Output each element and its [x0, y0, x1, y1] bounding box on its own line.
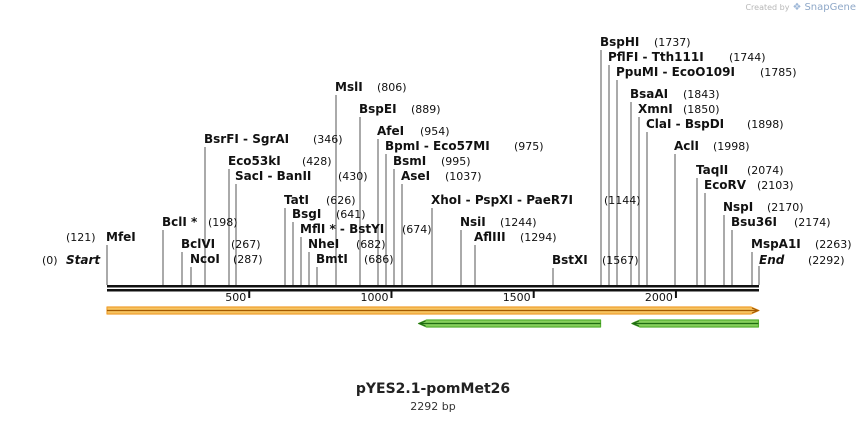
site-position-bsphi: (1737)	[654, 36, 691, 49]
site-label-bsaai: BsaAI	[630, 87, 668, 101]
site-label-xhoi-pspxi-paer7i: XhoI - PspXI - PaeR7I	[431, 193, 573, 207]
site-position-mfli-star-bstyi: (674)	[402, 223, 432, 236]
site-position-taqii: (2074)	[747, 164, 784, 177]
site-position-ppumi-ecoo109i: (1785)	[760, 66, 797, 79]
site-position-acli: (1998)	[713, 140, 750, 153]
site-labels-layer: MfeI (121) BclI * (198) BclVI (267) NcoI (287) B…	[42, 35, 852, 267]
site-position-afei: (954)	[420, 125, 450, 138]
created-by-text: Created by	[745, 3, 790, 12]
site-label-ncoi: NcoI	[190, 252, 220, 266]
site-label-eco53ki: Eco53kI	[228, 154, 281, 168]
site-label-bpmi-eco57mi: BpmI - Eco57MI	[385, 139, 490, 153]
site-label-bclvi: BclVI	[181, 237, 215, 251]
site-position-bsrfi-sgrai: (346)	[313, 133, 343, 146]
backbone-line-bottom	[107, 289, 759, 292]
ruler-label-1500: 1500	[503, 291, 531, 304]
snapgene-logo-text: SnapGene	[804, 2, 856, 13]
site-label-bmti: BmtI	[316, 252, 348, 266]
site-position-nhei: (682)	[356, 238, 386, 251]
feature-arrow-3	[631, 319, 760, 328]
site-label-bsgi: BsgI	[292, 207, 321, 221]
site-position-mfei: (121)	[66, 231, 96, 244]
site-label-ecorv: EcoRV	[704, 178, 747, 192]
site-position-nspi: (2170)	[767, 201, 804, 214]
site-label-mfei: MfeI	[106, 230, 136, 244]
snapgene-branding: Created by ❖ SnapGene	[745, 2, 856, 13]
site-position-start: (0)	[42, 254, 58, 267]
site-label-bsphi: BspHI	[600, 35, 639, 49]
site-position-bcli-star: (198)	[208, 216, 238, 229]
site-position-bmti: (686)	[364, 253, 394, 266]
site-lines-layer	[106, 50, 760, 285]
site-label-msli: MslI	[335, 80, 363, 94]
site-label-bstxi: BstXI	[552, 253, 588, 267]
site-label-saci-banii: SacI - BanII	[235, 169, 311, 183]
site-position-saci-banii: (430)	[338, 170, 368, 183]
site-position-xmni: (1850)	[683, 103, 720, 116]
site-label-bsu36i: Bsu36I	[731, 215, 777, 229]
site-position-bsu36i: (2174)	[794, 216, 831, 229]
site-label-taqii: TaqII	[696, 163, 728, 177]
site-label-afliii: AflIII	[474, 230, 506, 244]
site-label-start: Start	[66, 253, 101, 267]
site-position-bpmi-eco57mi: (975)	[514, 140, 544, 153]
site-label-nhei: NheI	[308, 237, 339, 251]
site-label-afei: AfeI	[377, 124, 404, 138]
ruler-label-1000: 1000	[360, 291, 388, 304]
site-position-eco53ki: (428)	[302, 155, 332, 168]
site-position-ncoi: (287)	[233, 253, 263, 266]
feature-arrow-2	[417, 319, 602, 328]
site-position-mspa1i: (2263)	[815, 238, 852, 251]
site-position-end: (2292)	[808, 254, 845, 267]
ruler-layer: 500 1000 1500 2000	[225, 291, 677, 304]
site-label-mfli-star-bstyi: MflI * - BstYI	[300, 222, 384, 236]
site-position-nsii: (1244)	[500, 216, 537, 229]
site-label-bcli-star: BclI *	[162, 215, 198, 229]
ruler-label-2000: 2000	[645, 291, 673, 304]
site-label-acli: AclI	[674, 139, 699, 153]
site-position-xhoi-pspxi-paer7i: (1144)	[604, 194, 641, 207]
site-position-bsgi: (641)	[336, 208, 366, 221]
site-label-asei: AseI	[401, 169, 430, 183]
site-position-bclvi: (267)	[231, 238, 261, 251]
site-position-afliii: (1294)	[520, 231, 557, 244]
site-position-asei: (1037)	[445, 170, 482, 183]
plasmid-length: 2292 bp	[410, 400, 456, 413]
site-label-bsrfi-sgrai: BsrFI - SgrAI	[204, 132, 289, 146]
site-position-bspei: (889)	[411, 103, 441, 116]
site-label-ppumi-ecoo109i: PpuMI - EcoO109I	[616, 65, 735, 79]
plasmid-title: pYES2.1-pomMet26	[355, 381, 511, 397]
site-label-xmni: XmnI	[638, 102, 673, 116]
site-label-end: End	[759, 253, 785, 267]
site-label-bspei: BspEI	[359, 102, 397, 116]
site-label-nsii: NsiI	[460, 215, 486, 229]
site-position-ecorv: (2103)	[757, 179, 794, 192]
site-position-pflfi-tth111i: (1744)	[729, 51, 766, 64]
ruler-label-500: 500	[225, 291, 246, 304]
site-position-bsaai: (1843)	[683, 88, 720, 101]
backbone-layer	[107, 285, 759, 292]
feature-arrow-1	[106, 306, 760, 315]
backbone-line-top	[107, 285, 759, 288]
site-label-clai-bspdi: ClaI - BspDI	[646, 117, 724, 131]
site-label-tati: TatI	[284, 193, 309, 207]
site-label-mspa1i: MspA1I	[751, 237, 801, 251]
site-position-bsmi: (995)	[441, 155, 471, 168]
site-label-pflfi-tth111i: PflFI - Tth111I	[608, 50, 704, 64]
features-layer	[106, 306, 760, 328]
site-position-msli: (806)	[377, 81, 407, 94]
site-position-bstxi: (1567)	[602, 254, 639, 267]
snapgene-logo-icon: ❖	[792, 2, 802, 13]
site-position-clai-bspdi: (1898)	[747, 118, 784, 131]
site-position-tati: (626)	[326, 194, 356, 207]
site-label-bsmi: BsmI	[393, 154, 426, 168]
site-label-nspi: NspI	[723, 200, 753, 214]
